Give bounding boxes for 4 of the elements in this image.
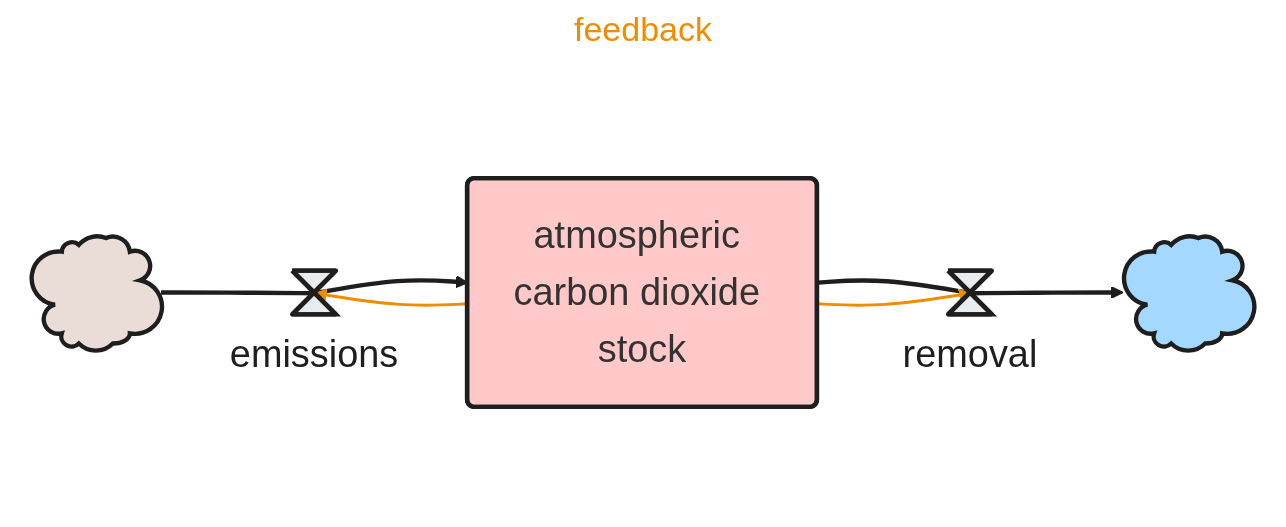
stock-box: atmospheric carbon dioxide stock [464,175,820,410]
valve-label: removal [902,332,1038,375]
annotation-label: feedback [574,10,712,49]
valve-label: emissions [229,332,399,375]
